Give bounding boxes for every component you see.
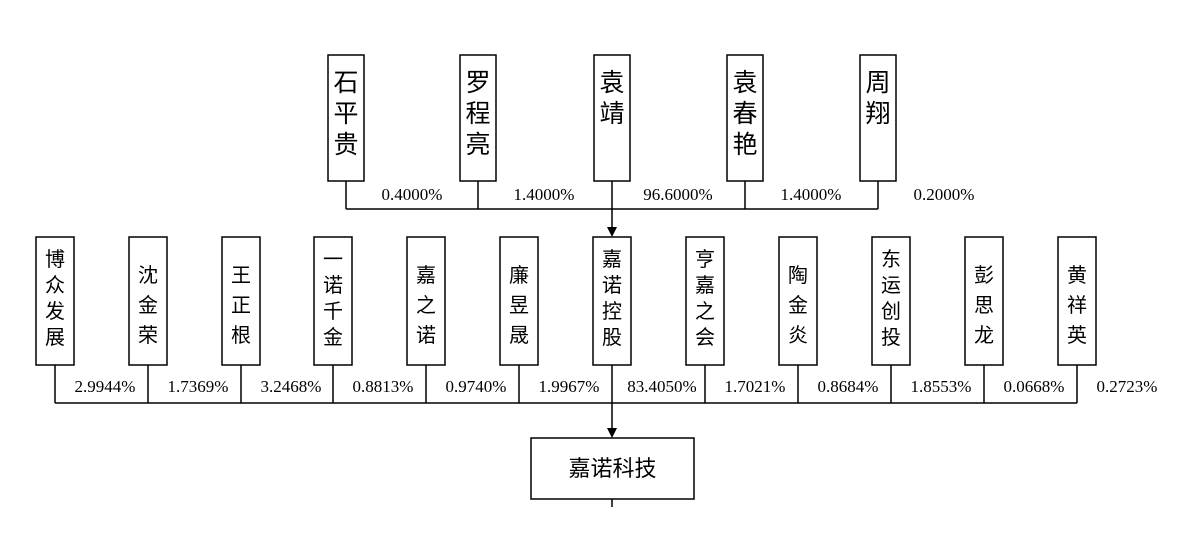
top-shareholder-name: 周翔: [865, 68, 890, 128]
shareholder-box: [685, 236, 725, 366]
shareholder-box: [592, 236, 632, 366]
top-shareholders-row: 石平贵 0.4000% 罗程亮 1.4000% 袁靖 96.6000% 袁春艳 1.4000%…: [327, 54, 975, 204]
shareholder-percent: 3.2468%: [261, 377, 322, 396]
shareholder-name: 黄祥英: [1067, 263, 1087, 347]
company-box: [530, 437, 695, 500]
shareholder-box: [778, 236, 818, 366]
shareholder-box: [406, 236, 446, 366]
top-shareholder-percent: 0.2000%: [914, 185, 975, 204]
shareholder-box: [1057, 236, 1097, 366]
shareholder-box: [313, 236, 353, 366]
shareholder-percent: 0.8813%: [353, 377, 414, 396]
shareholder-percent: 1.7369%: [168, 377, 229, 396]
shareholder-percent: 0.0668%: [1004, 377, 1065, 396]
arrow-head: [607, 428, 617, 438]
shareholder-name: 一诺千金: [323, 247, 343, 349]
top-shareholder-box: [726, 54, 764, 182]
arrow-head: [607, 227, 617, 237]
shareholder-name: 博众发展: [45, 247, 65, 349]
shareholder-box: [964, 236, 1004, 366]
shareholder-name: 彭思龙: [974, 263, 994, 347]
shareholder-box: [499, 236, 539, 366]
top-shareholder-box: [459, 54, 497, 182]
shareholder-name: 东运创投: [881, 247, 901, 349]
top-shareholder-box: [859, 54, 897, 182]
top-shareholder-name: 袁靖: [599, 68, 624, 128]
shareholder-percent: 0.8684%: [818, 377, 879, 396]
shareholder-percent: 1.8553%: [911, 377, 972, 396]
shareholder-name: 亨嘉之会: [695, 247, 715, 349]
shareholder-name: 嘉诺控股: [602, 247, 622, 349]
top-shareholder-box: [327, 54, 365, 182]
middle-shareholders-row: 博众发展 2.9944% 沈金荣 1.7369% 王正根 3.2468% 一诺千金 0.881…: [35, 236, 1158, 396]
top-shareholder-name: 罗程亮: [465, 68, 490, 159]
shareholder-box: [128, 236, 168, 366]
top-shareholder-name: 袁春艳: [732, 68, 757, 159]
top-shareholder-percent: 1.4000%: [514, 185, 575, 204]
shareholder-percent: 1.7021%: [725, 377, 786, 396]
shareholder-percent: 1.9967%: [539, 377, 600, 396]
shareholder-box: [35, 236, 75, 366]
shareholder-percent: 0.9740%: [446, 377, 507, 396]
shareholder-box: [221, 236, 261, 366]
shareholder-box: [871, 236, 911, 366]
shareholder-name: 陶金炎: [788, 263, 808, 347]
company-section: 嘉诺科技: [530, 437, 695, 500]
shareholder-percent: 83.4050%: [627, 377, 696, 396]
shareholder-percent: 0.2723%: [1097, 377, 1158, 396]
top-shareholder-percent: 96.6000%: [643, 185, 712, 204]
top-shareholder-percent: 1.4000%: [781, 185, 842, 204]
shareholder-name: 沈金荣: [138, 263, 158, 347]
top-shareholder-name: 石平贵: [333, 68, 358, 159]
shareholder-percent: 2.9944%: [75, 377, 136, 396]
shareholder-name: 廉昱晟: [509, 263, 529, 347]
top-shareholder-box: [593, 54, 631, 182]
top-shareholder-percent: 0.4000%: [382, 185, 443, 204]
shareholder-name: 王正根: [231, 263, 251, 347]
shareholder-name: 嘉之诺: [416, 263, 436, 347]
company-name: 嘉诺科技: [568, 457, 656, 482]
connector-lines: [54, 181, 1078, 507]
